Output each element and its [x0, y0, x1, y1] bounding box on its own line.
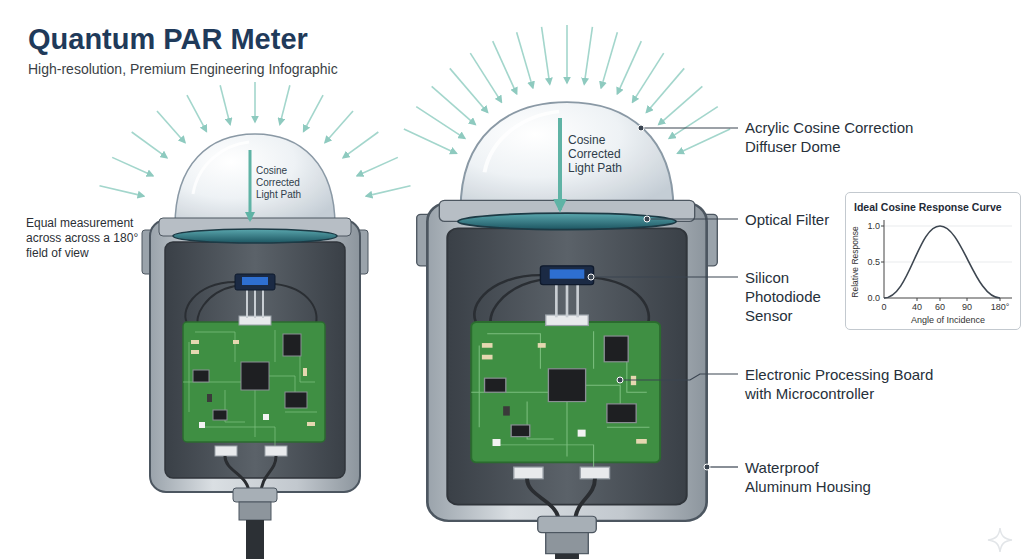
light-ray: [416, 107, 465, 139]
light-ray: [254, 82, 256, 122]
axis-tick: 0.5: [860, 256, 880, 268]
response-curve: [884, 226, 1000, 298]
part-label: Silicon Photodiode Sensor: [745, 268, 837, 325]
leader-line: [641, 127, 738, 128]
light-ray: [187, 95, 206, 131]
axis-tick: 180°: [988, 301, 1012, 313]
response-chart: [917, 298, 918, 301]
axis-tick: 0.0: [860, 292, 880, 304]
light-ray: [517, 32, 533, 88]
axis-tick: 60: [928, 301, 952, 313]
leader-line: [707, 466, 738, 467]
leader-dot: [644, 216, 650, 222]
part-label: Electronic Processing Board with Microco…: [745, 365, 960, 403]
light-ray: [357, 157, 398, 175]
light-ray: [220, 85, 230, 124]
light-ray: [669, 107, 718, 139]
light-ray: [542, 27, 550, 84]
axis-tick: 90: [955, 301, 979, 313]
leader-dot: [704, 464, 710, 470]
light-path-label: Cosine Corrected Light Path: [568, 133, 648, 175]
light-ray: [304, 95, 323, 131]
page-title: Quantum PAR Meter: [28, 22, 628, 56]
leader-dot: [638, 125, 644, 131]
leader-dot: [588, 274, 594, 280]
light-ray: [566, 25, 568, 83]
leader-dot: [588, 125, 710, 470]
response-chart: [881, 262, 884, 263]
light-ray: [366, 186, 410, 196]
light-ray: [157, 111, 185, 143]
leader-line: [647, 218, 738, 219]
light-ray: [601, 32, 617, 88]
light-ray: [112, 157, 153, 175]
light-ray: [432, 86, 476, 124]
response-chart: [845, 192, 1021, 330]
axis-tick: 40: [905, 301, 929, 313]
light-ray: [678, 129, 731, 154]
watermark-sparkle: [988, 528, 1012, 552]
subtitle: High-resolution, Premium Engineering Inf…: [28, 60, 488, 78]
response-chart: [884, 220, 885, 298]
response-chart: [881, 226, 1000, 301]
leader-line: [591, 276, 738, 277]
light-ray: [659, 86, 703, 124]
response-chart: [884, 226, 1012, 227]
light-ray: [470, 53, 501, 102]
panel-title: Ideal Cosine Response Curve: [854, 200, 1014, 214]
leader-line: [591, 128, 738, 467]
light-ray: [325, 111, 353, 143]
light-path-label: Cosine Corrected Light Path: [256, 165, 316, 201]
response-chart: [881, 226, 884, 227]
leader-dot: [617, 377, 623, 383]
axis-tick: 0: [872, 301, 896, 313]
axis-title: Relative Response: [849, 217, 861, 307]
note-text: Equal measurement across across a 180° f…: [26, 216, 141, 261]
light-ray: [99, 186, 143, 196]
light-ray: [280, 85, 290, 124]
light-ray: [633, 53, 664, 102]
leader-line: [620, 374, 738, 380]
response-chart: [884, 262, 1012, 263]
response-chart: [884, 298, 1012, 299]
light-ray: [132, 132, 167, 158]
light-ray: [584, 27, 592, 84]
light-ray: [450, 68, 488, 112]
light-ray: [343, 132, 378, 158]
response-chart: [940, 298, 941, 301]
light-path-arrow: [558, 118, 562, 210]
light-path-arrow: [249, 150, 252, 220]
response-chart: [845, 192, 1021, 330]
light-ray: [493, 41, 517, 94]
part-label: Acrylic Cosine Correction Diffuser Dome: [745, 118, 955, 156]
light-ray: [617, 41, 641, 94]
light-ray: [646, 68, 684, 112]
light-ray: [404, 129, 457, 154]
sensor-small-view: [142, 134, 368, 559]
response-chart: [884, 226, 1012, 262]
axis-title: Angle of Incidence: [884, 314, 1012, 326]
sensor-large-view: [417, 102, 718, 559]
response-chart: [967, 298, 968, 301]
axis-tick: 1.0: [860, 220, 880, 232]
chart-panel: Ideal Cosine Response Curve: [845, 192, 1021, 330]
part-label: Waterproof Aluminum Housing: [745, 458, 875, 496]
